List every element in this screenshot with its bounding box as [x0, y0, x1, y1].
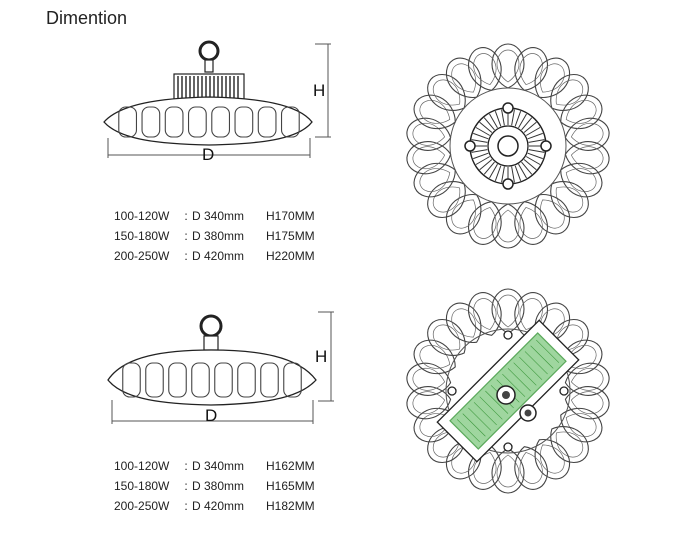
side-view-bottom: D H [107, 311, 334, 425]
spec-wattage: 100-120W [114, 459, 170, 473]
diameter-label: D [202, 145, 214, 164]
spec-height: H165MM [266, 479, 315, 493]
spec-wattage: 150-180W [114, 479, 170, 493]
spec-diameter: D 340mm [192, 209, 245, 223]
page-title: Dimention [46, 8, 128, 28]
side-view-top: D H [103, 40, 331, 164]
spec-wattage: 150-180W [114, 229, 170, 243]
spec-diameter: D 340mm [192, 459, 245, 473]
spec-height: H162MM [266, 459, 315, 473]
spec-diameter: D 380mm [192, 229, 245, 243]
spec-wattage: 200-250W [114, 249, 170, 263]
spec-height: H170MM [266, 209, 315, 223]
spec-wattage: 200-250W [114, 499, 170, 513]
top-view-bottom [404, 288, 612, 494]
spec-height: H175MM [266, 229, 315, 243]
spec-diameter: D 420mm [192, 499, 245, 513]
spec-wattage: 100-120W [114, 209, 170, 223]
height-label: H [315, 347, 327, 366]
spec-height: H220MM [266, 249, 315, 263]
spec-diameter: D 420mm [192, 249, 245, 263]
diameter-label: D [205, 406, 217, 425]
height-label: H [313, 81, 325, 100]
top-view-top [404, 43, 612, 249]
spec-height: H182MM [266, 499, 315, 513]
spec-diameter: D 380mm [192, 479, 245, 493]
